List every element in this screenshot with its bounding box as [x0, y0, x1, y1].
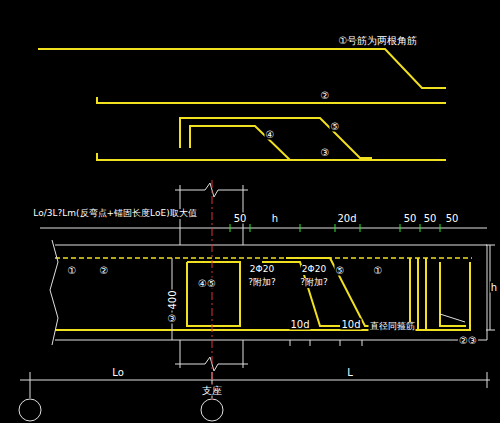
drawing-label: 50	[423, 213, 438, 224]
drawing-label: ③	[167, 313, 178, 324]
drawing-label: ④⑤	[197, 278, 217, 289]
drawing-label: ①号筋为两根角筋	[338, 35, 419, 46]
drawing-label: 20d	[336, 213, 357, 224]
drawing-label: Lo	[111, 367, 125, 378]
drawing-label: 400	[167, 289, 178, 310]
drawing-label: ④	[265, 129, 276, 140]
drawing-label: ①	[67, 265, 78, 276]
drawing-label: h	[490, 282, 498, 293]
drawing-label: ?附加?	[247, 278, 277, 288]
drawing-label: 直径同箍筋	[369, 322, 416, 332]
drawing-label: L	[346, 367, 354, 378]
drawing-label: 2Φ20	[301, 265, 327, 275]
drawing-label: 10d	[289, 319, 310, 330]
drawing-label: ②	[320, 90, 331, 101]
drawing-label: 50	[233, 213, 248, 224]
drawing-label: ?附加?	[299, 278, 329, 288]
drawing-label: ⑤	[330, 121, 341, 132]
drawing-label: 支座	[201, 385, 223, 396]
drawing-label: ⑤	[335, 265, 346, 276]
drawing-label: ②	[99, 265, 110, 276]
drawing-label: 50	[445, 213, 460, 224]
drawing-label: 10d	[340, 319, 361, 330]
drawing-label: Lo/3L?Lm(反弯点+锚固长度LoE)取大值	[32, 209, 197, 219]
drawing-label: ②③	[458, 335, 478, 346]
drawing-label: h	[271, 213, 279, 224]
drawing-label: 2Φ20	[249, 265, 275, 275]
drawing-label: ③	[320, 147, 331, 158]
drawing-label: 50	[403, 213, 418, 224]
drawing-label: ①	[373, 265, 384, 276]
